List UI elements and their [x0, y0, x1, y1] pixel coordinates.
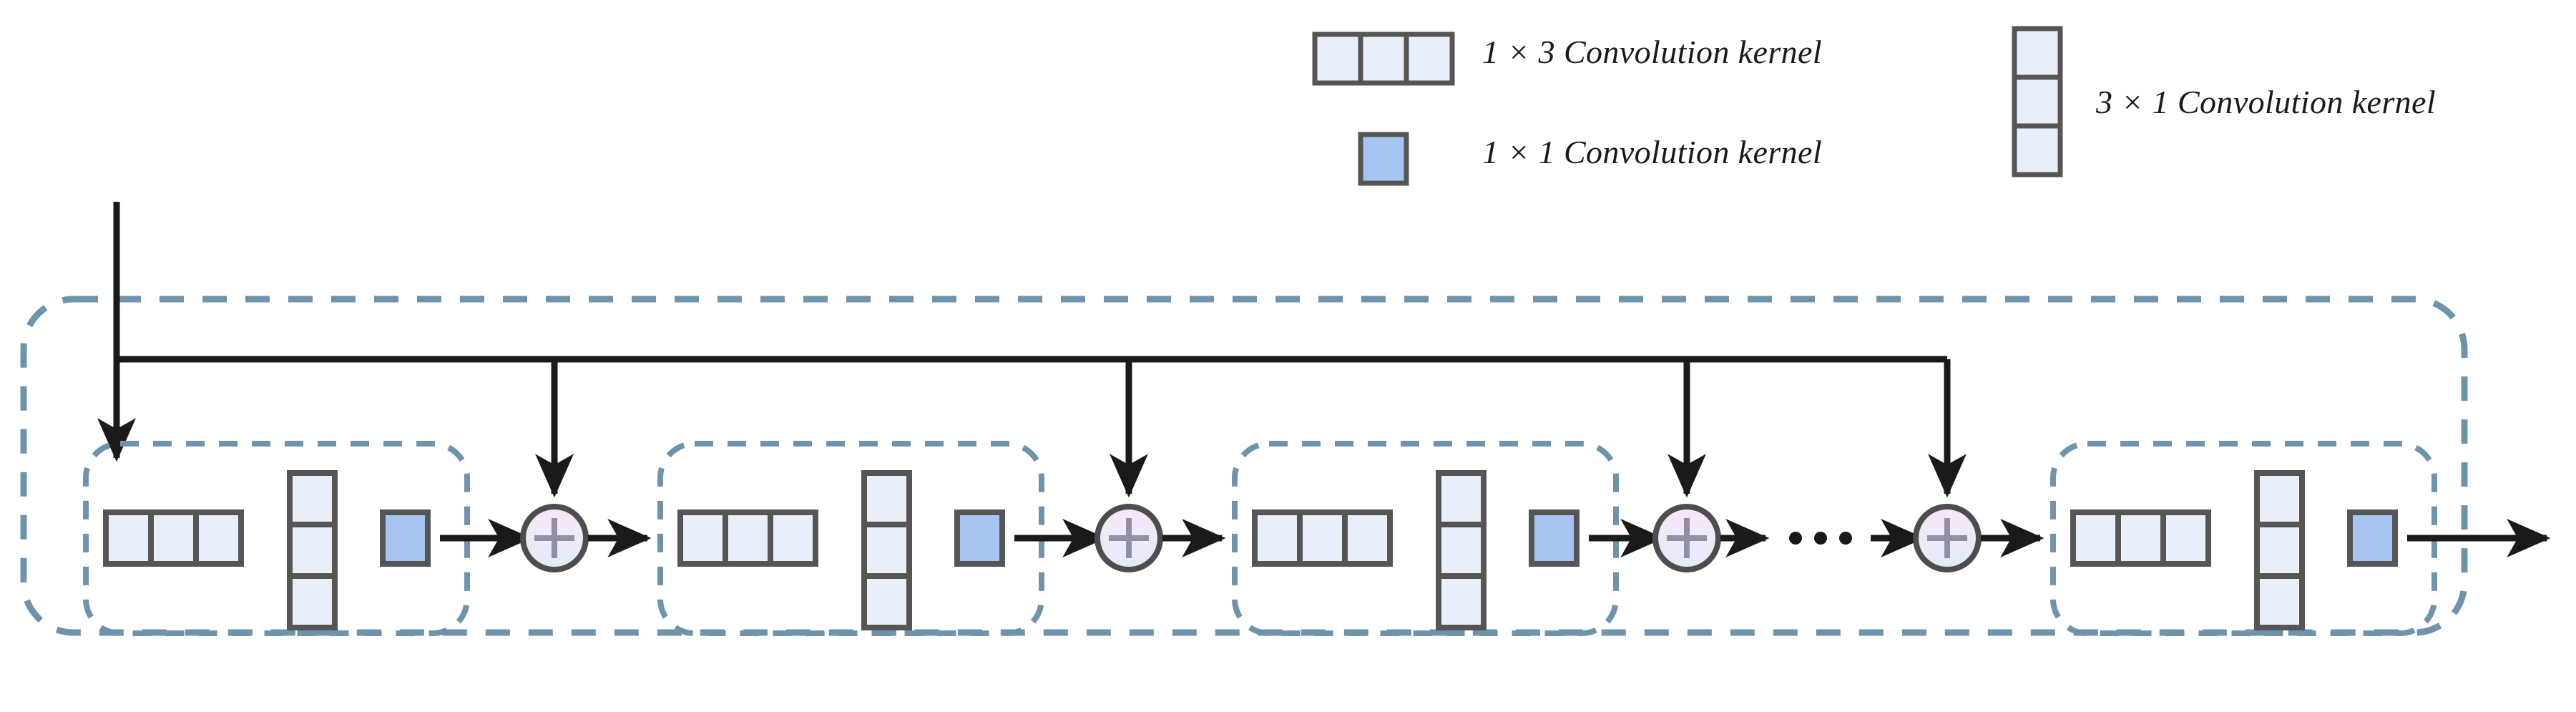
- legend-label-kernel-1x3: 1 × 3 Convolution kernel: [1482, 34, 1823, 70]
- conv-block-n-kernel-3x1: [2254, 470, 2305, 630]
- conv-block-n-kernel-1x1: [2347, 509, 2398, 567]
- legend-glyph-kernel-1x3: [1312, 31, 1455, 86]
- conv-block-n-kernel-1x3: [2070, 509, 2211, 567]
- conv-block-1-kernel-1x1: [380, 509, 431, 567]
- conv-block-2-kernel-1x3: [677, 509, 818, 567]
- conv-block-3: [1232, 441, 1619, 636]
- residual-add-n: [1913, 504, 1982, 572]
- conv-block-2: [657, 441, 1044, 636]
- conv-block-3-border: [1232, 441, 1619, 636]
- conv-block-2-kernel-1x1: [954, 509, 1005, 567]
- residual-add-2: [1094, 504, 1163, 572]
- legend-glyph-kernel-3x1: [2012, 26, 2063, 177]
- residual-add-1: [520, 504, 589, 572]
- conv-block-2-border: [657, 441, 1044, 636]
- residual-add-3: [1652, 504, 1721, 572]
- conv-block-1-kernel-3x1: [287, 470, 338, 630]
- legend-glyph-kernel-1x1: [1358, 132, 1409, 186]
- legend-label-kernel-1x1: 1 × 1 Convolution kernel: [1482, 134, 1823, 170]
- legend-label-kernel-3x1: 3 × 1 Convolution kernel: [2096, 84, 2437, 120]
- conv-block-1-kernel-1x3: [103, 509, 244, 567]
- conv-block-n: [2050, 441, 2437, 636]
- conv-block-3-kernel-3x1: [1436, 470, 1487, 630]
- residual-stack-container: [20, 296, 2468, 636]
- conv-block-3-kernel-1x3: [1252, 509, 1393, 567]
- conv-block-1-border: [83, 441, 470, 636]
- conv-block-2-kernel-3x1: [861, 470, 912, 630]
- conv-block-3-kernel-1x1: [1529, 509, 1580, 567]
- conv-block-n-border: [2050, 441, 2437, 636]
- repeat-ellipsis: [1789, 532, 1852, 545]
- conv-block-1: [83, 441, 470, 636]
